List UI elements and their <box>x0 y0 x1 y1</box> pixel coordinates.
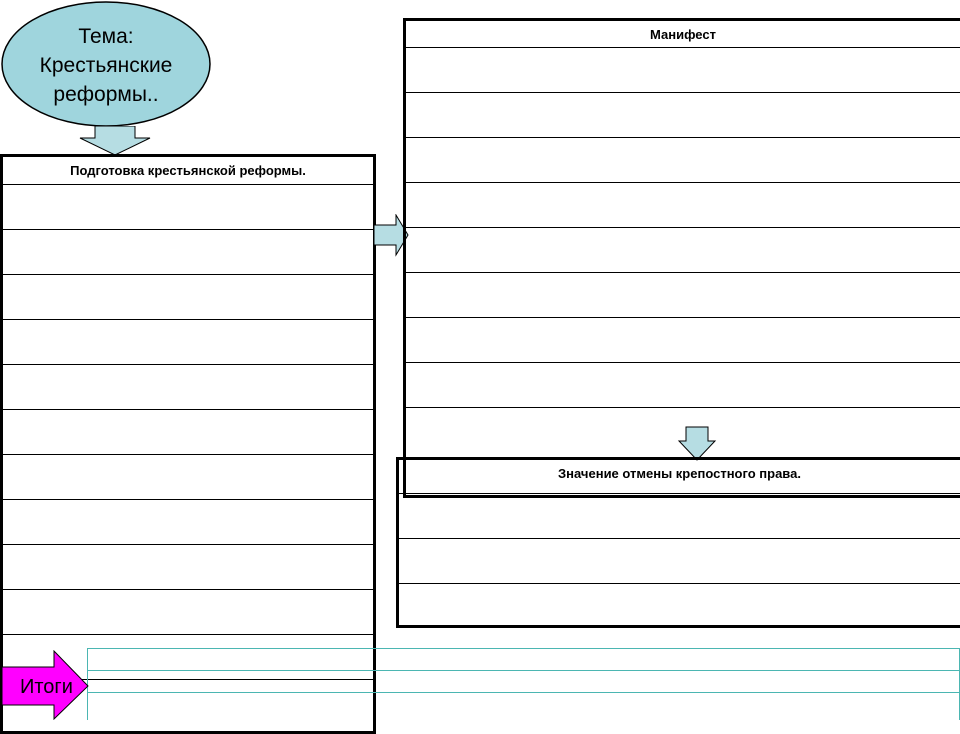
table-row <box>406 407 960 408</box>
results-grid-line <box>87 648 960 649</box>
table-row <box>406 92 960 93</box>
table-row <box>406 137 960 138</box>
table-row <box>399 538 960 539</box>
table-row <box>3 499 373 500</box>
preparation-table: Подготовка крестьянской реформы. <box>0 154 376 734</box>
table-row <box>3 409 373 410</box>
table-row <box>399 583 960 584</box>
results-label: Итоги <box>20 676 73 698</box>
results-grid-line <box>87 692 960 693</box>
topic-title-line2: реформы.. <box>53 83 159 106</box>
table-row <box>406 362 960 363</box>
table-row <box>3 274 373 275</box>
table-row <box>406 182 960 183</box>
results-arrow-icon <box>1 650 89 720</box>
topic-label: Тема: <box>78 25 134 48</box>
table-row <box>399 493 960 494</box>
results-grid <box>87 648 960 720</box>
preparation-table-header: Подготовка крестьянской реформы. <box>70 163 306 178</box>
table-row <box>3 589 373 590</box>
table-row <box>3 364 373 365</box>
table-row <box>3 634 373 635</box>
topic-title-line1: Крестьянские <box>39 54 173 77</box>
significance-table: Значение отмены крепостного права. <box>396 457 960 628</box>
down-arrow-icon <box>79 126 151 156</box>
table-row <box>3 679 373 680</box>
results-grid-line <box>87 670 960 671</box>
right-arrow-icon <box>373 214 409 257</box>
manifest-table: Манифест <box>403 18 960 498</box>
topic-text: Тема: Крестьянские реформы.. <box>22 22 190 109</box>
down-arrow-icon <box>677 426 717 461</box>
table-row <box>3 229 373 230</box>
table-row <box>406 47 960 48</box>
table-row <box>3 319 373 320</box>
table-row <box>406 317 960 318</box>
table-row <box>3 544 373 545</box>
table-row <box>406 227 960 228</box>
table-row <box>3 454 373 455</box>
significance-table-header: Значение отмены крепостного права. <box>558 466 801 481</box>
table-row <box>406 272 960 273</box>
table-row <box>3 184 373 185</box>
manifest-table-header: Манифест <box>650 27 716 42</box>
